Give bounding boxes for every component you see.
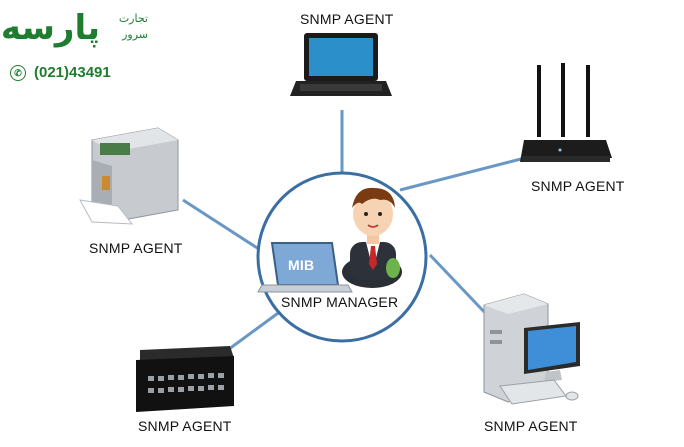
logo-sub-text-2: سرور	[122, 28, 148, 41]
router-agent-label: SNMP AGENT	[531, 178, 625, 194]
manager-screen-label: MIB	[288, 257, 315, 273]
manager-label: SNMP MANAGER	[281, 294, 399, 310]
switch-agent-label: SNMP AGENT	[138, 418, 232, 434]
laptop-agent-label: SNMP AGENT	[300, 11, 394, 27]
whatsapp-phone-icon: ✆	[10, 65, 26, 82]
phone-text: (021)43491	[34, 64, 111, 81]
desktop-agent-label: SNMP AGENT	[484, 418, 578, 434]
line-to-router	[399, 156, 526, 192]
line-to-printer	[182, 198, 266, 255]
phone-number: ✆ (021)43491	[10, 64, 111, 82]
line-to-desktop	[428, 253, 492, 320]
manager-person-icon	[342, 187, 402, 288]
manager-laptop-icon	[257, 242, 353, 293]
brand-logo: پارسه تجارت سرور	[1, 8, 148, 58]
line-to-switch	[224, 306, 286, 354]
logo-main-text: پارسه	[0, 8, 100, 48]
logo-sub-text-1: تجارت	[118, 12, 148, 25]
printer-agent-label: SNMP AGENT	[89, 240, 183, 256]
